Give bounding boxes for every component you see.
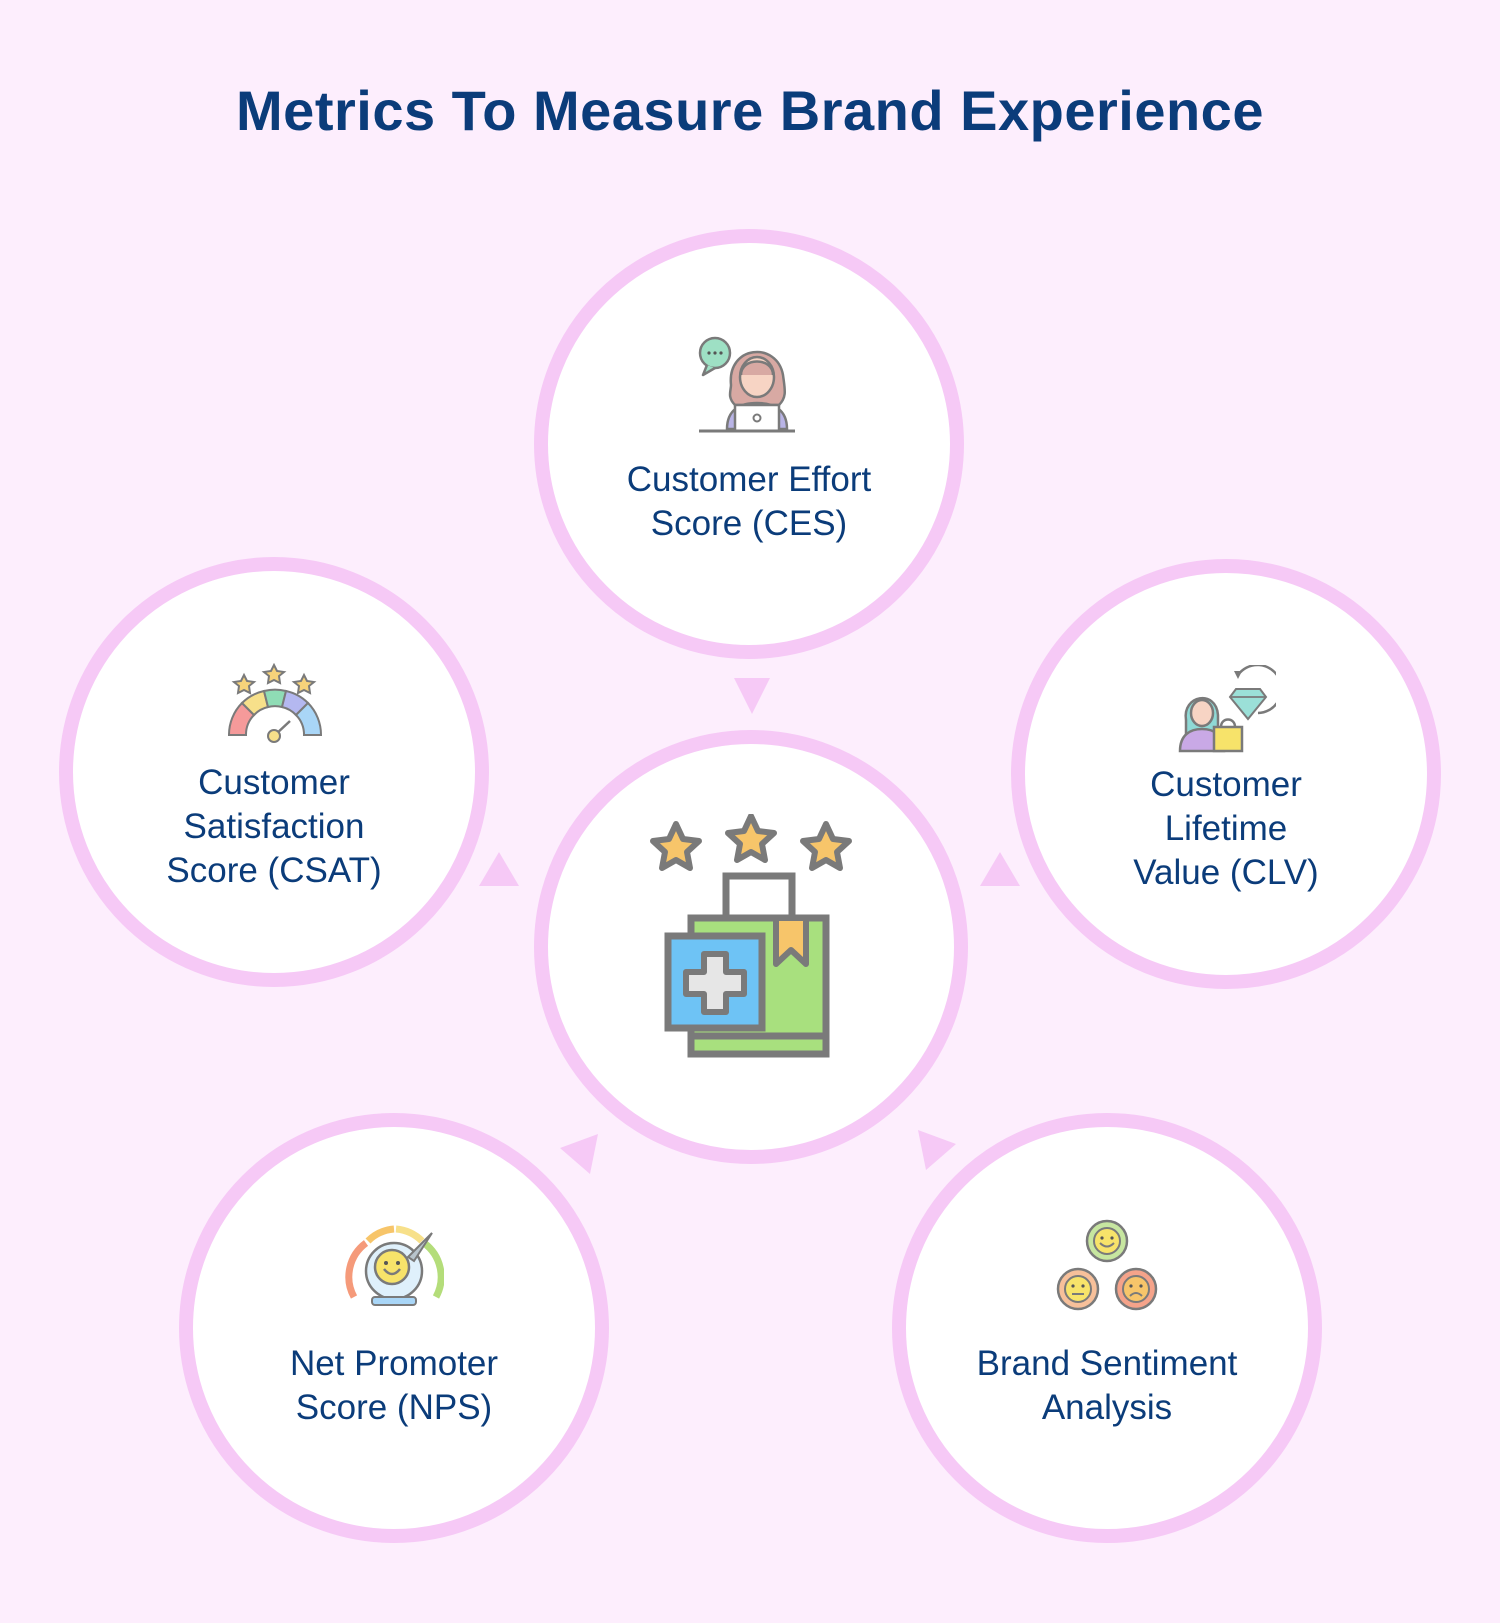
customer-support-agent-icon [698,336,795,433]
metric-circle-ces: Customer Effort Score (CES) [534,229,964,659]
metric-label-clv: Customer Lifetime Value (CLV) [1133,765,1319,892]
satisfaction-gauge-icon [227,663,323,743]
metric-label-ces: Customer Effort Score (CES) [626,460,872,543]
metric-label-bsa: Brand Sentiment Analysis [976,1344,1238,1427]
metric-label-csat: Customer Satisfaction Score (CSAT) [166,763,382,890]
metric-label-nps: Net Promoter Score (NPS) [289,1344,499,1427]
page-title: Metrics To Measure Brand Experience [236,79,1264,142]
metric-circle-bsa: Brand Sentiment Analysis [892,1113,1322,1543]
arrow-clv [980,852,1020,886]
center-circle [534,730,968,1164]
shopping-bag-stars-icon [650,814,852,1058]
arrow-bsa [918,1130,956,1170]
metric-circle-csat: Customer Satisfaction Score (CSAT) [59,557,489,987]
metric-circle-nps: Net Promoter Score (NPS) [179,1113,609,1543]
promoter-gauge-icon [345,1225,444,1306]
arrow-ces [734,678,770,714]
sentiment-faces-icon [1056,1219,1158,1311]
metric-circle-clv: Customer Lifetime Value (CLV) [1011,559,1441,989]
customer-diamond-icon [1178,665,1276,753]
arrow-nps [560,1134,598,1174]
arrow-csat [479,852,519,886]
